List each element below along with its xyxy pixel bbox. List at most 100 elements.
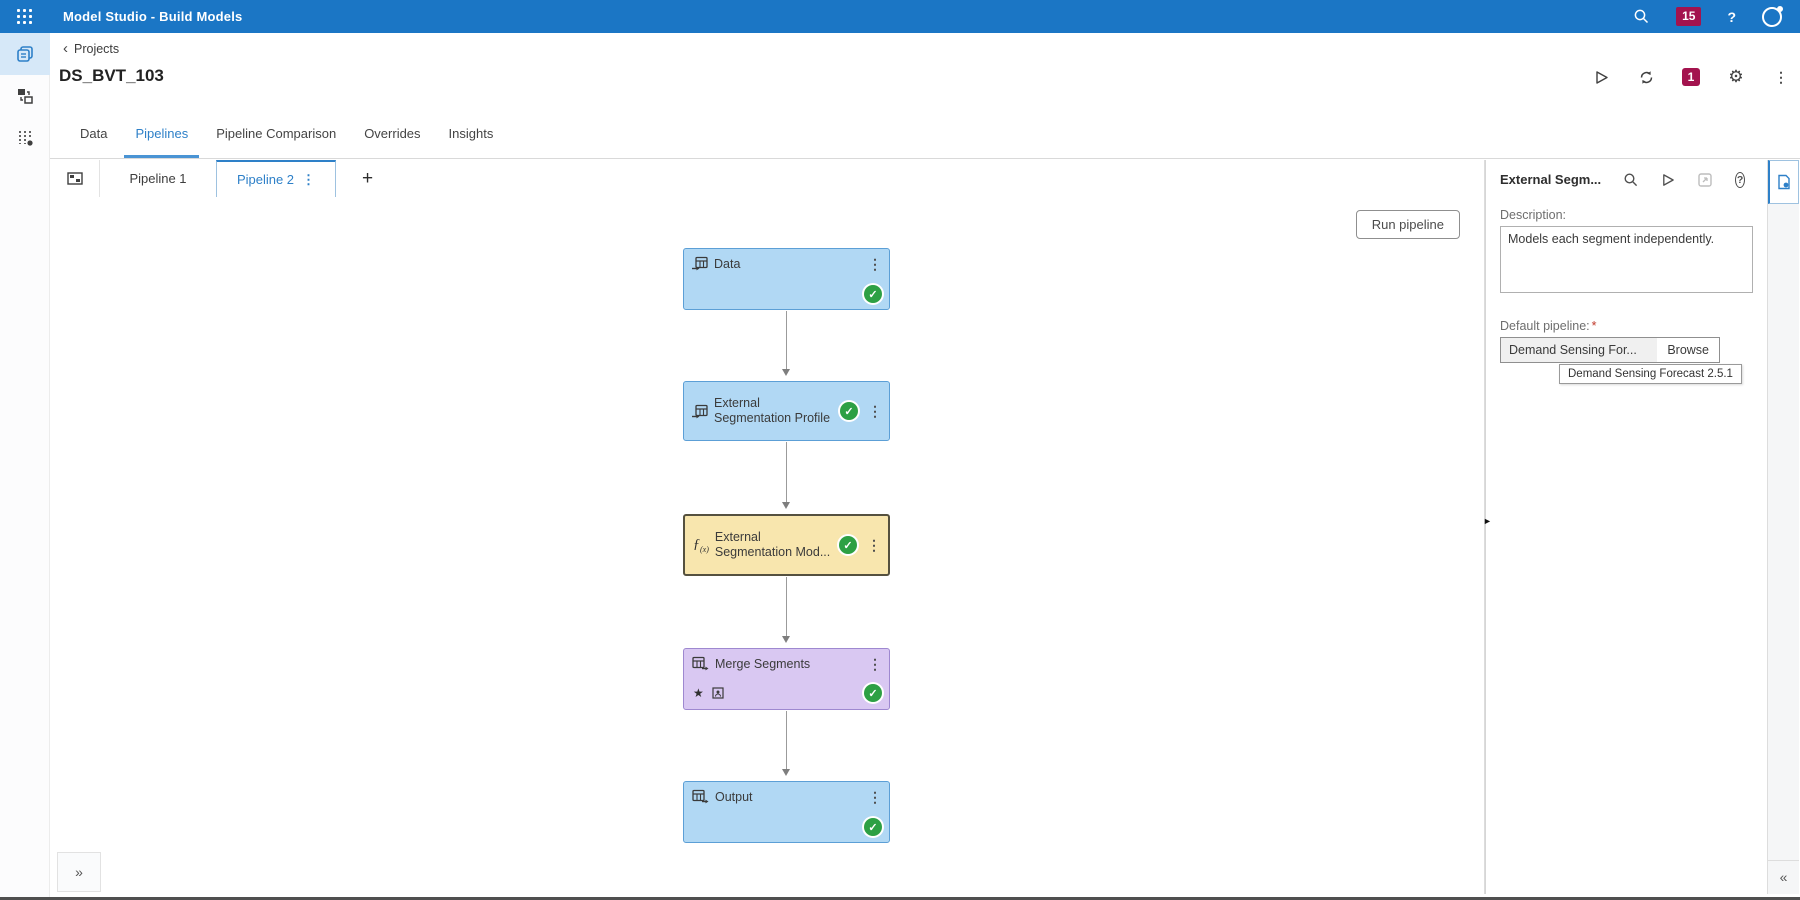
node-label-line1: External: [714, 530, 761, 544]
node-external-segmentation-model[interactable]: ƒ(x) External Segmentation Mod... ✓ ⋮: [683, 514, 890, 576]
connector-arrow: [782, 577, 790, 643]
pipeline-2-menu-icon[interactable]: ⋮: [302, 172, 316, 187]
tab-pipeline-2-label: Pipeline 2: [236, 172, 295, 187]
pipeline-canvas[interactable]: Run pipeline Data: [50, 197, 1484, 894]
chevrons-left-icon: «: [1779, 868, 1788, 885]
panel-header: External Segm... ?: [1486, 160, 1767, 188]
description-input[interactable]: Models each segment independently.: [1500, 226, 1753, 293]
pipelines-icon: [17, 46, 33, 62]
node-output[interactable]: Output ⋮ ✓: [683, 781, 890, 843]
run-pipeline-button[interactable]: Run pipeline: [1355, 210, 1460, 239]
document-options-icon: [1778, 174, 1790, 190]
tab-pipeline-1[interactable]: Pipeline 1: [129, 171, 187, 186]
default-pipeline-value[interactable]: Demand Sensing For...: [1501, 338, 1658, 362]
default-pipeline-field: Demand Sensing For... Browse: [1500, 337, 1720, 363]
node-label: Data: [714, 256, 741, 271]
panel-title: External Segm...: [1500, 172, 1602, 187]
app-bar-actions: 15 ?: [1633, 5, 1800, 27]
tab-overrides[interactable]: Overrides: [364, 126, 421, 141]
connector-arrow: [782, 711, 790, 776]
tab-pipeline-comparison[interactable]: Pipeline Comparison: [216, 126, 337, 141]
main-content: ‹ Projects DS_BVT_103 1 ⚙ ⋮ Data Pipel: [50, 33, 1800, 897]
node-menu-icon[interactable]: ⋮: [868, 255, 882, 272]
chevron-left-icon: ‹: [63, 40, 68, 57]
node-menu-icon[interactable]: ⋮: [867, 537, 881, 553]
function-icon: ƒ(x): [693, 536, 709, 554]
tab-pipeline-2[interactable]: Pipeline 2 ⋮: [216, 160, 336, 197]
sidebar-item-data-flow[interactable]: [0, 75, 50, 117]
node-menu-icon[interactable]: ⋮: [868, 655, 882, 672]
header-actions: 1 ⚙ ⋮: [1592, 67, 1790, 86]
connector-arrow: [782, 311, 790, 376]
breadcrumb-projects-link[interactable]: Projects: [74, 41, 120, 56]
node-label: Output: [715, 789, 753, 804]
output-table-icon: [692, 789, 709, 804]
run-count-badge[interactable]: 1: [1682, 68, 1700, 86]
panel-splitter-handle[interactable]: ►: [1483, 516, 1492, 526]
waffle-icon: [17, 8, 33, 25]
data-flow-icon: [18, 89, 33, 104]
sidebar-item-pipelines[interactable]: [0, 33, 50, 75]
node-external-segmentation-profile[interactable]: External Segmentation Profile ✓ ⋮: [683, 381, 890, 441]
default-pipeline-label: Default pipeline:*: [1500, 319, 1597, 333]
more-options-icon[interactable]: ⋮: [1774, 69, 1788, 85]
help-icon[interactable]: ?: [1727, 8, 1736, 25]
avatar-status-dot: [1777, 5, 1783, 12]
avatar[interactable]: [1762, 5, 1783, 27]
node-label-line2: Segmentation Mod...: [714, 545, 831, 559]
success-status-icon: ✓: [864, 684, 882, 702]
panel-run-icon[interactable]: [1661, 171, 1675, 188]
success-status-icon: ✓: [839, 536, 857, 554]
play-icon: [1595, 70, 1608, 84]
window-bottom-edge: [0, 897, 1800, 900]
node-merge-segments[interactable]: Merge Segments ⋮ ★ ✓: [683, 648, 890, 710]
refresh-icon: [1640, 70, 1652, 84]
panel-results-icon-disabled: [1697, 171, 1713, 188]
main-tab-bar: Data Pipelines Pipeline Comparison Overr…: [50, 112, 1800, 159]
node-label-line1: External: [714, 396, 760, 410]
overview-button[interactable]: [50, 160, 100, 197]
required-marker: *: [1591, 319, 1597, 333]
gear-icon[interactable]: ⚙: [1728, 67, 1744, 86]
refresh-button[interactable]: [1637, 68, 1655, 86]
panel-search-icon[interactable]: [1623, 171, 1639, 188]
right-tool-rail: «: [1767, 160, 1799, 894]
segment-badge-icon: [712, 687, 724, 699]
page-title: DS_BVT_103: [59, 66, 164, 85]
node-label: Merge Segments: [715, 656, 811, 671]
node-menu-icon[interactable]: ⋮: [868, 403, 882, 419]
pipeline-tab-strip: Pipeline 1 Pipeline 2 ⋮ +: [50, 160, 1484, 197]
run-project-button[interactable]: [1592, 68, 1610, 86]
node-properties-panel: ► External Segm... ? Description: Models: [1483, 160, 1767, 894]
panel-help-icon[interactable]: ?: [1735, 171, 1745, 188]
tab-pipelines[interactable]: Pipelines: [124, 112, 200, 158]
notification-badge[interactable]: 15: [1676, 7, 1702, 26]
node-data[interactable]: Data ⋮ ✓: [683, 248, 890, 310]
node-options-tool-button[interactable]: [1768, 160, 1799, 204]
add-pipeline-button[interactable]: +: [362, 168, 374, 189]
success-status-icon: ✓: [864, 818, 882, 836]
app-switcher-button[interactable]: [0, 0, 50, 33]
default-pipeline-tooltip: Demand Sensing Forecast 2.5.1: [1559, 364, 1742, 384]
success-status-icon: ✓: [864, 285, 882, 303]
app-bar: Model Studio - Build Models 15 ?: [0, 0, 1800, 33]
breadcrumb[interactable]: ‹ Projects: [63, 41, 119, 56]
data-table-icon: [692, 404, 708, 418]
browse-button[interactable]: Browse: [1657, 338, 1719, 362]
tab-insights[interactable]: Insights: [448, 126, 494, 141]
description-label: Description:: [1500, 208, 1566, 222]
expand-left-panel-button[interactable]: »: [57, 852, 101, 892]
search-icon[interactable]: [1633, 8, 1650, 25]
collapse-right-panel-button[interactable]: «: [1768, 860, 1799, 892]
success-status-icon: ✓: [840, 402, 858, 420]
tab-data[interactable]: Data: [80, 126, 108, 141]
workspace: Pipeline 1 Pipeline 2 ⋮ + Run pipeline: [50, 160, 1800, 894]
data-table-icon: [692, 256, 708, 271]
variable-settings-icon: [19, 131, 33, 146]
champion-star-icon: ★: [693, 686, 704, 700]
node-menu-icon[interactable]: ⋮: [868, 788, 882, 805]
sidebar-item-variable-settings[interactable]: [0, 117, 50, 159]
left-rail: [0, 33, 50, 897]
merge-table-icon: [692, 656, 709, 671]
